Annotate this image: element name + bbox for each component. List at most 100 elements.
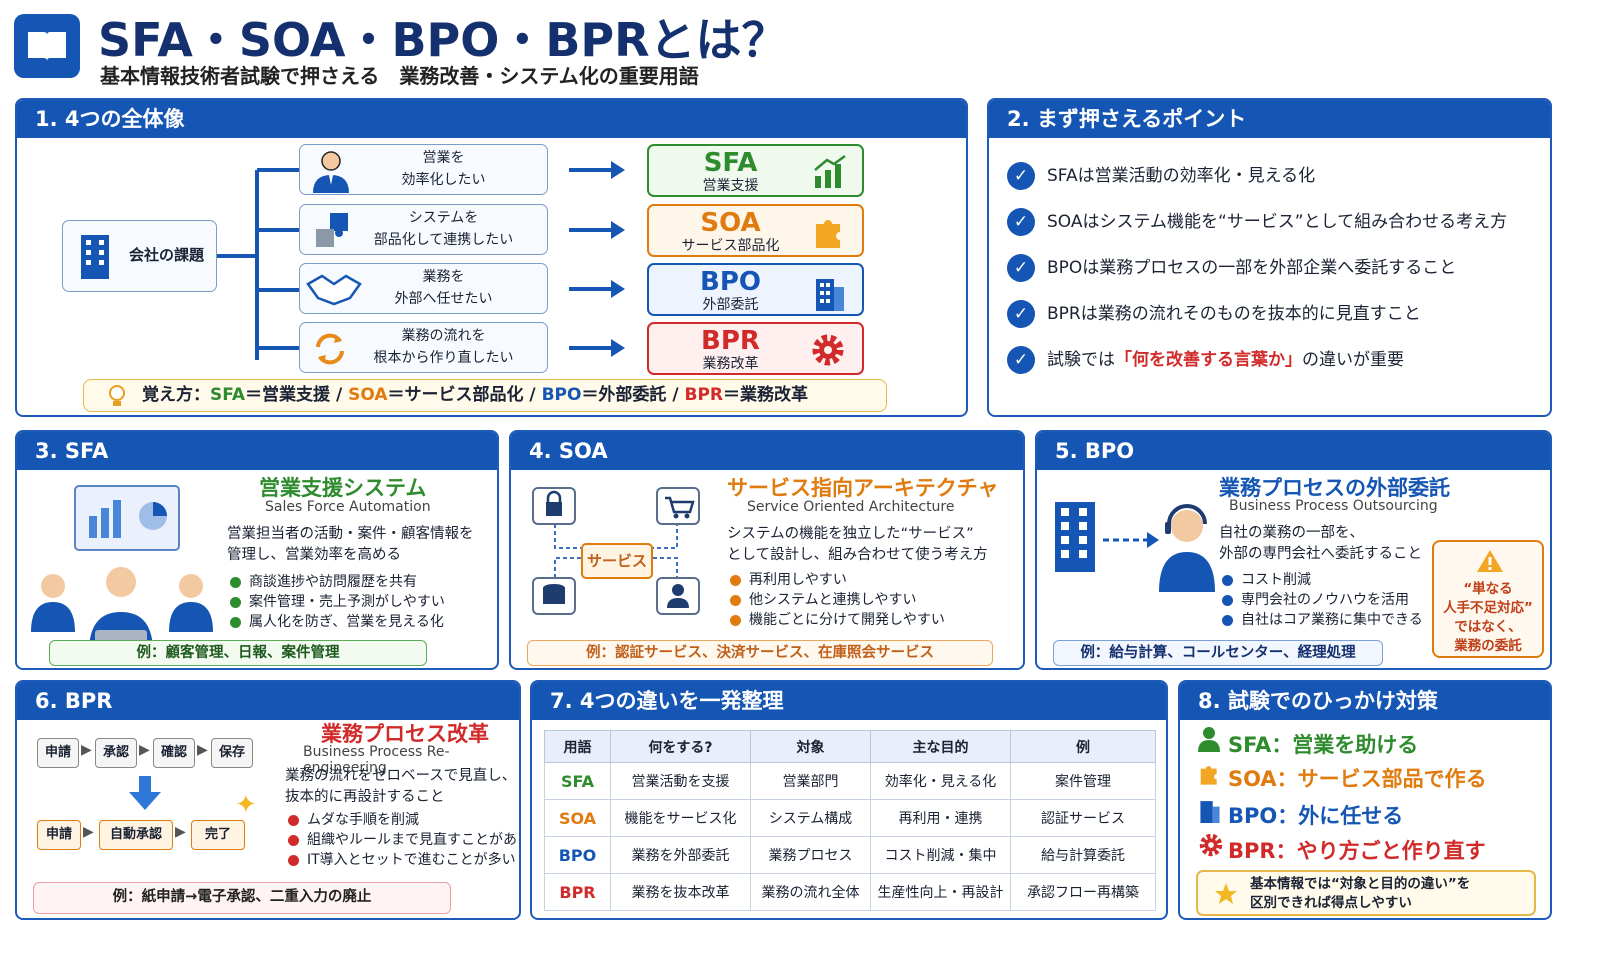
check-icon: ✓	[1007, 300, 1035, 328]
desc-line: 抜本的に再設計すること	[285, 789, 445, 805]
point-last-a: 試験では	[1047, 350, 1115, 370]
point-text: SOAはシステム機能を“サービス”として組み合わせる考え方	[1047, 212, 1508, 232]
table-cell: 再利用・連携	[870, 799, 1011, 837]
panel-title: 2. まず押さえるポイント	[989, 100, 1550, 138]
table-cell: コスト削減・集中	[870, 836, 1011, 874]
need-line2: 部品化して連携したい	[373, 232, 514, 248]
bpo-desc: 自社の業務の一部を、外部の専門会社へ委託すること	[1219, 523, 1422, 565]
bpo-title: 業務プロセスの外部委託	[1219, 476, 1450, 500]
table-cell: 業務を外部委託	[610, 836, 751, 874]
need-box-redesign: 業務の流れを根本から作り直したい	[299, 322, 548, 373]
memo-bpr-text: ＝業務改革	[723, 385, 808, 405]
panel-bpo: 5. BPO 業務プロセスの外部委託 Business Process Outs…	[1035, 430, 1552, 670]
desc-line: 業務の流れをゼロベースで見直し、	[285, 768, 517, 784]
flow-step: 申請	[37, 738, 79, 768]
col-header: 対象	[750, 730, 871, 763]
memo-sfa-text: ＝営業支援	[245, 385, 331, 405]
sparkle-icon: ✦	[235, 790, 257, 820]
soa-desc: システムの機能を独立した“サービス” として設計し、組み合わせて使う考え方	[727, 524, 988, 566]
desc-line: として設計し、組み合わせて使う考え方	[727, 547, 988, 563]
soa-title: サービス指向アーキテクチャ	[727, 476, 999, 500]
bullet-item: 案件管理・売上予測がしやすい	[227, 592, 445, 612]
memo-sep: /	[523, 385, 542, 405]
term-cell: BPO	[544, 836, 611, 874]
memo-bar: 覚え方：SFA＝営業支援 / SOA＝サービス部品化 / BPO＝外部委託 / …	[83, 379, 887, 412]
service-hub: サービス	[581, 543, 653, 579]
handshake-icon	[306, 274, 362, 306]
check-icon: ✓	[1007, 254, 1035, 282]
warn-line: “単なる	[1463, 581, 1513, 597]
desc-line: 外部の専門会社へ委託すること	[1219, 546, 1422, 562]
bullet-item: 他システムと連携しやすい	[727, 590, 945, 610]
result-label: サービス部品化	[681, 238, 780, 254]
flow-step-new: 申請	[37, 820, 81, 850]
sales-team-illustration	[31, 485, 213, 656]
bullet-item: 商談進捗や訪問履歴を共有	[227, 572, 445, 592]
bpo-english: Business Process Outsourcing	[1229, 498, 1438, 514]
trap-text: BPO：外に任せる	[1228, 804, 1404, 828]
building-icon	[1200, 801, 1220, 823]
soa-bullets: 再利用しやすい他システムと連携しやすい機能ごとに分けて開発しやすい	[727, 570, 945, 630]
page-subtitle: 基本情報技術者試験で押さえる 業務改善・システム化の重要用語	[100, 64, 699, 88]
arrow-right	[569, 221, 625, 239]
panel-title: 1. 4つの全体像	[17, 100, 966, 138]
desc-line: システムの機能を独立した“サービス”	[727, 526, 974, 542]
result-abbr: SOA	[700, 208, 761, 238]
need-box-sales: 営業を効率化したい	[299, 144, 548, 195]
table-cell: 効率化・見える化	[870, 762, 1011, 800]
arrow-right	[569, 339, 625, 357]
tip-box: 基本情報では“対象と目的の違い”を区別できれば得点しやすい	[1196, 870, 1536, 916]
company-issue-label: 会社の課題	[128, 246, 204, 264]
trap-text: BPR：やり方ごと作り直す	[1228, 839, 1486, 863]
panel-title: 6. BPR	[17, 682, 519, 720]
table-cell: 認証サービス	[1010, 799, 1156, 837]
point-text: SFAは営業活動の効率化・見える化	[1047, 166, 1316, 186]
table-cell: 業務プロセス	[750, 836, 871, 874]
warn-line: 業務の委託	[1454, 638, 1522, 654]
term-cell: BPR	[544, 873, 611, 911]
tip-line: 区別できれば得点しやすい	[1250, 895, 1412, 911]
need-line2: 効率化したい	[401, 172, 486, 188]
flow-step: 保存	[211, 738, 253, 768]
flow-arrow: ▶	[139, 742, 150, 758]
col-header: 何をする?	[610, 730, 751, 763]
gear-icon	[1199, 833, 1223, 857]
need-line1: 業務を	[422, 269, 465, 285]
sfa-english: Sales Force Automation	[265, 499, 431, 515]
panel-title: 7. 4つの違いを一発整理	[532, 682, 1166, 720]
need-line2: 根本から作り直したい	[373, 350, 514, 366]
point-last-b: 「何を改善する言葉か」	[1115, 350, 1302, 370]
soa-english: Service Oriented Architecture	[747, 499, 955, 515]
sfa-desc: 営業担当者の活動・案件・顧客情報を管理し、営業効率を高める	[227, 524, 474, 566]
flow-step: 承認	[95, 738, 137, 768]
arrow-right	[569, 280, 625, 298]
arrow-right	[569, 161, 625, 179]
tree-connector	[217, 168, 299, 360]
memo-bpo: BPO	[541, 385, 582, 405]
col-header: 例	[1010, 730, 1156, 763]
page-title: SFA・SOA・BPO・BPRとは？	[98, 13, 788, 67]
panel-overview: 1. 4つの全体像 会社の課題 営業を効率化したい システムを部品化して連携した…	[15, 98, 968, 417]
panel-key-points: 2. まず押さえるポイント ✓ SFAは営業活動の効率化・見える化 ✓ SOAはシス…	[987, 98, 1552, 417]
col-header: 主な目的	[870, 730, 1011, 763]
flow-step-new: 完了	[191, 820, 245, 850]
term-cell: SOA	[544, 799, 611, 837]
person-icon	[1198, 727, 1220, 752]
sfa-title: 営業支援システム	[259, 476, 427, 500]
sfa-example: 例：顧客管理、日報、案件管理	[49, 640, 427, 666]
table-cell: 業務を抜本改革	[610, 873, 751, 911]
desc-line: 自社の業務の一部を、	[1219, 525, 1364, 541]
memo-soa-text: ＝サービス部品化	[387, 385, 524, 405]
warn-line: ではなく、	[1454, 619, 1522, 635]
growth-chart-icon	[814, 154, 846, 188]
table-header-row: 用語何をする?対象主な目的例	[544, 730, 1156, 763]
bpo-bullets: コスト削減専門会社のノウハウを活用自社はコア業務に集中できる	[1219, 570, 1423, 630]
bpo-warning-box: “単なる人手不足対応”ではなく、業務の委託	[1432, 540, 1544, 658]
table-cell: 機能をサービス化	[610, 799, 751, 837]
